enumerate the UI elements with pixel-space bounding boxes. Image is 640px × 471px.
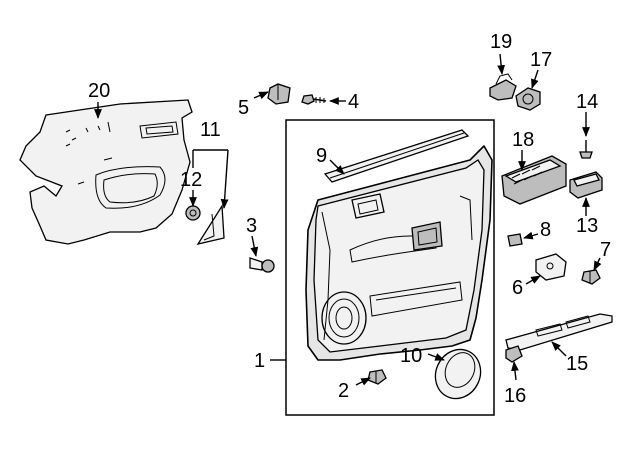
part-1-group-box — [285, 119, 495, 416]
part-18-window-switch — [501, 155, 567, 205]
part-3-clip — [249, 257, 275, 273]
part-14-screw — [579, 140, 593, 159]
part-16-clip — [505, 345, 523, 363]
callout-12: 12 — [180, 169, 202, 191]
callout-16: 16 — [504, 385, 526, 407]
callout-15: 15 — [566, 353, 588, 375]
callout-10: 10 — [400, 345, 422, 367]
part-4-screw — [301, 94, 327, 105]
part-7-screw — [581, 269, 601, 285]
callout-17: 17 — [530, 49, 552, 71]
part-6-bracket — [535, 253, 567, 281]
callout-9: 9 — [316, 145, 327, 167]
callout-19: 19 — [490, 31, 512, 53]
callout-5: 5 — [238, 97, 249, 119]
leader-lines — [94, 53, 602, 386]
callout-3: 3 — [246, 215, 257, 237]
callout-20: 20 — [88, 80, 110, 102]
part-9-belt-weatherstrip — [323, 129, 470, 183]
part-12-clip — [185, 205, 201, 221]
part-15-switch-bezel — [505, 313, 613, 351]
callout-7: 7 — [600, 239, 611, 261]
part-5-retainer — [267, 83, 291, 105]
part-8-clip — [507, 233, 523, 247]
callout-14: 14 — [576, 91, 598, 113]
callout-11: 11 — [200, 119, 221, 141]
part-17-switch — [515, 87, 541, 111]
callout-18: 18 — [512, 129, 534, 151]
part-10-speaker-cover — [434, 348, 482, 400]
callout-8: 8 — [540, 219, 551, 241]
part-19-switch — [489, 73, 517, 101]
part-2-screw — [367, 369, 387, 385]
part-1-door-trim-panel — [305, 145, 493, 361]
callout-1: 1 — [254, 350, 265, 372]
callout-13: 13 — [576, 215, 598, 237]
part-20-door-liner — [19, 99, 193, 245]
part-11-mirror-cover-triangle — [196, 203, 225, 245]
callout-4: 4 — [348, 91, 359, 113]
callout-6: 6 — [512, 277, 523, 299]
callout-2: 2 — [338, 380, 349, 402]
part-13-switch — [569, 171, 603, 199]
